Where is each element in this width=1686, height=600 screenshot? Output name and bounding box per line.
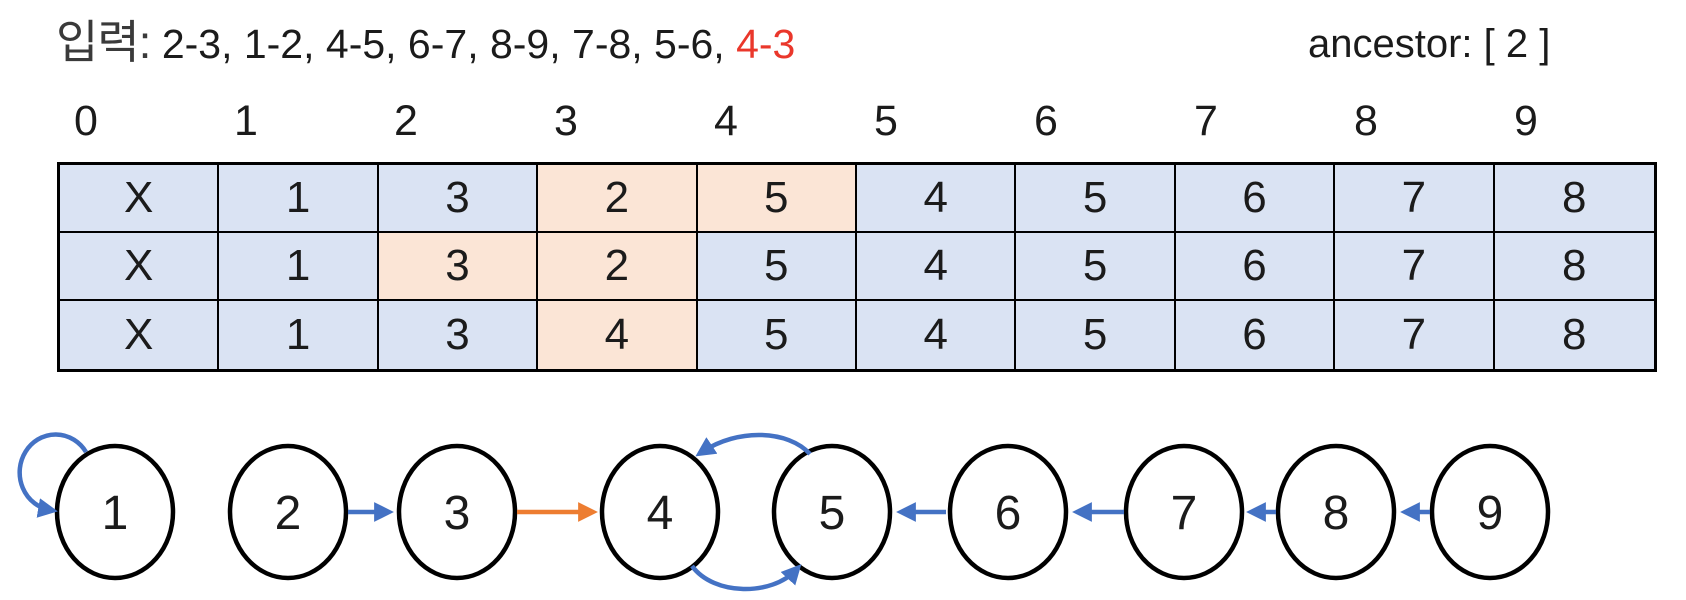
table-cell-r0-c1: 1	[219, 165, 379, 233]
table-cell-r2-c7: 6	[1175, 301, 1336, 369]
index-label-1: 1	[234, 97, 258, 145]
graph-node-6	[947, 443, 1069, 581]
table-cell-r2-c0: X	[60, 301, 220, 369]
table-cell-r2-c9: 8	[1494, 301, 1654, 369]
table-cell-r1-c0: X	[60, 233, 220, 301]
index-label-0: 0	[74, 97, 98, 145]
graph-node-9	[1429, 443, 1551, 581]
index-label-8: 8	[1354, 97, 1378, 145]
table-cell-r2-c4: 5	[697, 301, 857, 369]
input-pairs: 2-3, 1-2, 4-5, 6-7, 8-9, 7-8, 5-6,	[150, 21, 737, 67]
graph-node-4	[599, 443, 721, 581]
table-cell-r2-c5: 4	[856, 301, 1017, 369]
graph-node-label-3: 3	[444, 487, 471, 540]
table-cell-r2-c6: 5	[1016, 301, 1176, 369]
graph-node-label-4: 4	[647, 487, 674, 540]
table-cell-r2-c2: 3	[378, 301, 539, 369]
index-label-7: 7	[1194, 97, 1218, 145]
graph-node-label-7: 7	[1171, 487, 1198, 540]
index-label-2: 2	[394, 97, 418, 145]
ancestor-label: ancestor: [ 2 ]	[1308, 22, 1551, 66]
table-cell-r1-c5: 4	[856, 233, 1017, 301]
index-label-5: 5	[874, 97, 898, 145]
table-cell-r1-c8: 7	[1335, 233, 1495, 301]
graph-edge-4-to-5	[690, 564, 802, 592]
graph-canvas: 1 2 3 4 5 6 7 8 9	[17, 432, 1551, 592]
index-label-6: 6	[1034, 97, 1058, 145]
table-cell-r2-c8: 7	[1335, 301, 1495, 369]
graph-node-label-1: 1	[102, 487, 129, 540]
graph-node-8	[1275, 443, 1397, 581]
table-cell-r2-c1: 1	[219, 301, 379, 369]
table-cell-r0-c8: 7	[1335, 165, 1495, 233]
graph-node-7	[1123, 443, 1245, 581]
graph-edge-5-to-4	[695, 432, 812, 457]
input-highlight-pair: 4-3	[736, 21, 796, 67]
input-label: 입력:	[56, 16, 151, 68]
index-label-9: 9	[1514, 97, 1538, 145]
table-cell-r0-c2: 3	[378, 165, 539, 233]
graph-edges	[17, 432, 1430, 592]
table-cell-r1-c2: 3	[378, 233, 539, 301]
table-cell-r1-c7: 6	[1175, 233, 1336, 301]
table-cell-r0-c0: X	[60, 165, 220, 233]
table-cell-r1-c4: 5	[697, 233, 857, 301]
table-cell-r1-c9: 8	[1494, 233, 1654, 301]
graph-node-label-8: 8	[1323, 487, 1350, 540]
graph-node-label-2: 2	[275, 487, 302, 540]
graph-node-2	[227, 443, 349, 581]
table-cell-r0-c3: 2	[538, 165, 698, 233]
input-line: 입력: 2-3, 1-2, 4-5, 6-7, 8-9, 7-8, 5-6, 4…	[56, 14, 795, 72]
index-label-4: 4	[714, 97, 738, 145]
table-index-row: 0 1 2 3 4 5 6 7 8 9	[57, 96, 1657, 146]
table-cell-r0-c6: 5	[1016, 165, 1176, 233]
table-cell-r0-c7: 6	[1175, 165, 1336, 233]
graph-node-3	[396, 443, 518, 581]
graph-edge-1-to-1	[17, 432, 88, 518]
table-cell-r1-c3: 2	[538, 233, 698, 301]
graph-nodes: 1 2 3 4 5 6 7 8 9	[54, 443, 1551, 581]
table-cell-r0-c5: 4	[856, 165, 1017, 233]
graph-node-label-6: 6	[995, 487, 1022, 540]
graph-node-label-5: 5	[819, 487, 846, 540]
table-cell-r0-c4: 5	[697, 165, 857, 233]
table-cell-r2-c3: 4	[538, 301, 698, 369]
table-cell-r1-c6: 5	[1016, 233, 1176, 301]
graph-node-5	[771, 443, 893, 581]
table-cell-r1-c1: 1	[219, 233, 379, 301]
graph-node-label-9: 9	[1477, 487, 1504, 540]
index-label-3: 3	[554, 97, 578, 145]
table-cell-r0-c9: 8	[1494, 165, 1654, 233]
